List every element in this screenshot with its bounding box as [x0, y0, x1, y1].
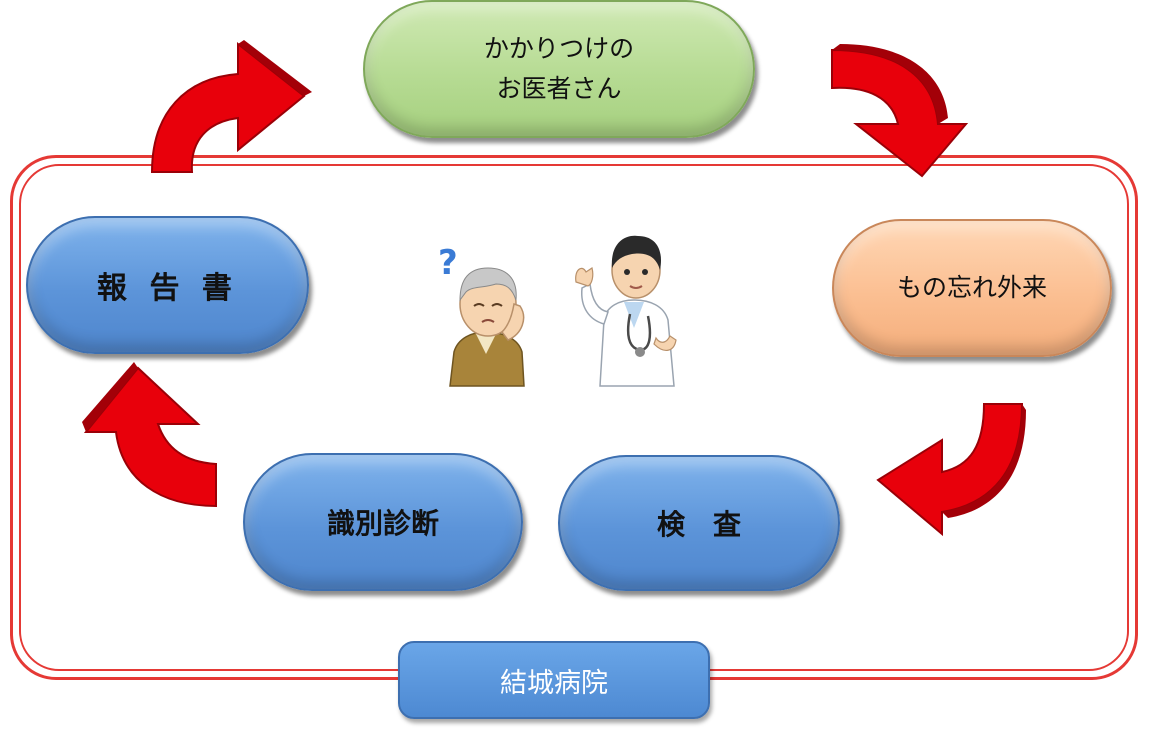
- arrow-report-to-gp: [150, 40, 312, 173]
- gp-label-line2: お医者さん: [496, 74, 622, 103]
- report-node: 報 告 書: [26, 216, 309, 354]
- elderly-patient-illustration: ?: [438, 243, 525, 387]
- diagnosis-node: 識別診断: [243, 453, 523, 591]
- arrow-diagnosis-to-report: [82, 362, 217, 508]
- memory-clinic-node: もの忘れ外来: [832, 219, 1112, 357]
- memory-clinic-label: もの忘れ外来: [896, 273, 1047, 302]
- hospital-label: 結城病院: [500, 667, 608, 699]
- exam-label: 検 査: [656, 508, 741, 541]
- arrow-gp-to-clinic: [831, 44, 969, 178]
- report-label: 報 告 書: [97, 271, 238, 306]
- arrow-clinic-to-exam: [876, 403, 1026, 537]
- diagnosis-label: 識別診断: [326, 507, 439, 540]
- gp-node: かかりつけの お医者さん: [363, 0, 755, 138]
- exam-node: 検 査: [558, 455, 840, 591]
- hospital-label-box: 結城病院: [398, 641, 710, 719]
- gp-label-line1: かかりつけの: [483, 34, 635, 63]
- doctor-illustration: [575, 235, 677, 387]
- question-mark-icon: ?: [438, 243, 458, 283]
